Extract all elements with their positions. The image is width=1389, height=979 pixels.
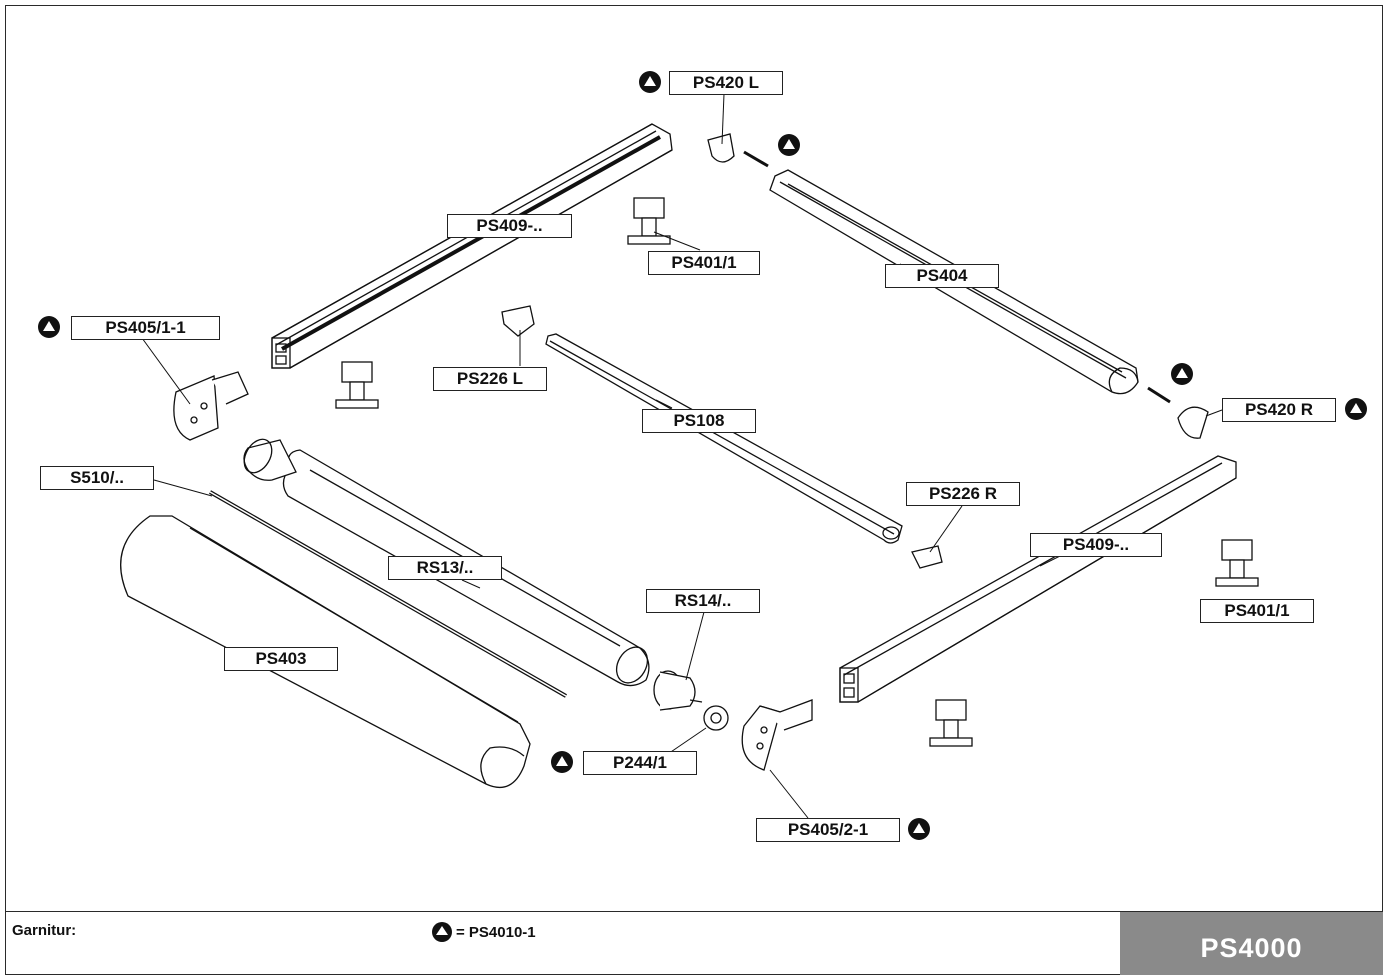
bracket-ps401-d xyxy=(929,699,973,747)
cap-ps420-r xyxy=(1177,406,1209,439)
bushing-p244 xyxy=(703,705,729,731)
part-label-ps420-l: PS420 L xyxy=(669,71,783,95)
part-label-ps226-l: PS226 L xyxy=(433,367,547,391)
end-plate-ps405-1 xyxy=(173,371,249,441)
footer-divider xyxy=(5,911,1383,912)
cap-ps420-l xyxy=(707,133,735,163)
bracket-ps401-a xyxy=(627,197,671,245)
ps4010-triangle-icon xyxy=(1345,398,1367,420)
pin-right xyxy=(1147,386,1171,404)
part-label-rs13: RS13/.. xyxy=(388,556,502,580)
pin-left xyxy=(743,150,769,168)
bar-ps108 xyxy=(545,333,903,544)
slide-ps226-l xyxy=(501,305,535,337)
rail-ps409-top xyxy=(271,123,673,369)
bracket-ps401-c xyxy=(1215,539,1259,587)
part-label-rs14: RS14/.. xyxy=(646,589,760,613)
part-label-ps409-right: PS409-.. xyxy=(1030,533,1162,557)
ps4010-triangle-icon xyxy=(1171,363,1193,385)
part-label-ps404: PS404 xyxy=(885,264,999,288)
part-label-ps108: PS108 xyxy=(642,409,756,433)
product-code-box: PS4000 xyxy=(1120,912,1383,975)
part-label-ps226-r: PS226 R xyxy=(906,482,1020,506)
part-label-ps403: PS403 xyxy=(224,647,338,671)
part-label-ps401-top: PS401/1 xyxy=(648,251,760,275)
part-label-ps420-r: PS420 R xyxy=(1222,398,1336,422)
legend-text: = PS4010-1 xyxy=(456,923,536,941)
legend: = PS4010-1 xyxy=(432,922,536,942)
ps4010-triangle-icon xyxy=(908,818,930,840)
part-label-ps401-right: PS401/1 xyxy=(1200,599,1314,623)
rail-ps409-right xyxy=(839,455,1237,703)
bracket-ps401-b xyxy=(335,361,379,409)
set-label: Garnitur: xyxy=(12,922,77,939)
slide-ps226-r xyxy=(911,545,943,569)
ps4010-triangle-icon xyxy=(551,751,573,773)
part-label-ps405-2: PS405/2-1 xyxy=(756,818,900,842)
drawing-frame xyxy=(5,5,1383,975)
part-label-s510: S510/.. xyxy=(40,466,154,490)
ps4010-triangle-icon xyxy=(778,134,800,156)
product-code: PS4000 xyxy=(1200,933,1303,963)
ps4010-triangle-icon xyxy=(639,71,661,93)
part-label-ps405-1: PS405/1-1 xyxy=(71,316,220,340)
end-plate-ps405-2 xyxy=(741,699,813,771)
part-label-p244: P244/1 xyxy=(583,751,697,775)
ps4010-triangle-icon xyxy=(432,922,452,942)
end-cap-rs14 xyxy=(653,670,703,711)
part-label-ps409-top: PS409-.. xyxy=(447,214,572,238)
ps4010-triangle-icon xyxy=(38,316,60,338)
rod-s510 xyxy=(209,490,567,698)
